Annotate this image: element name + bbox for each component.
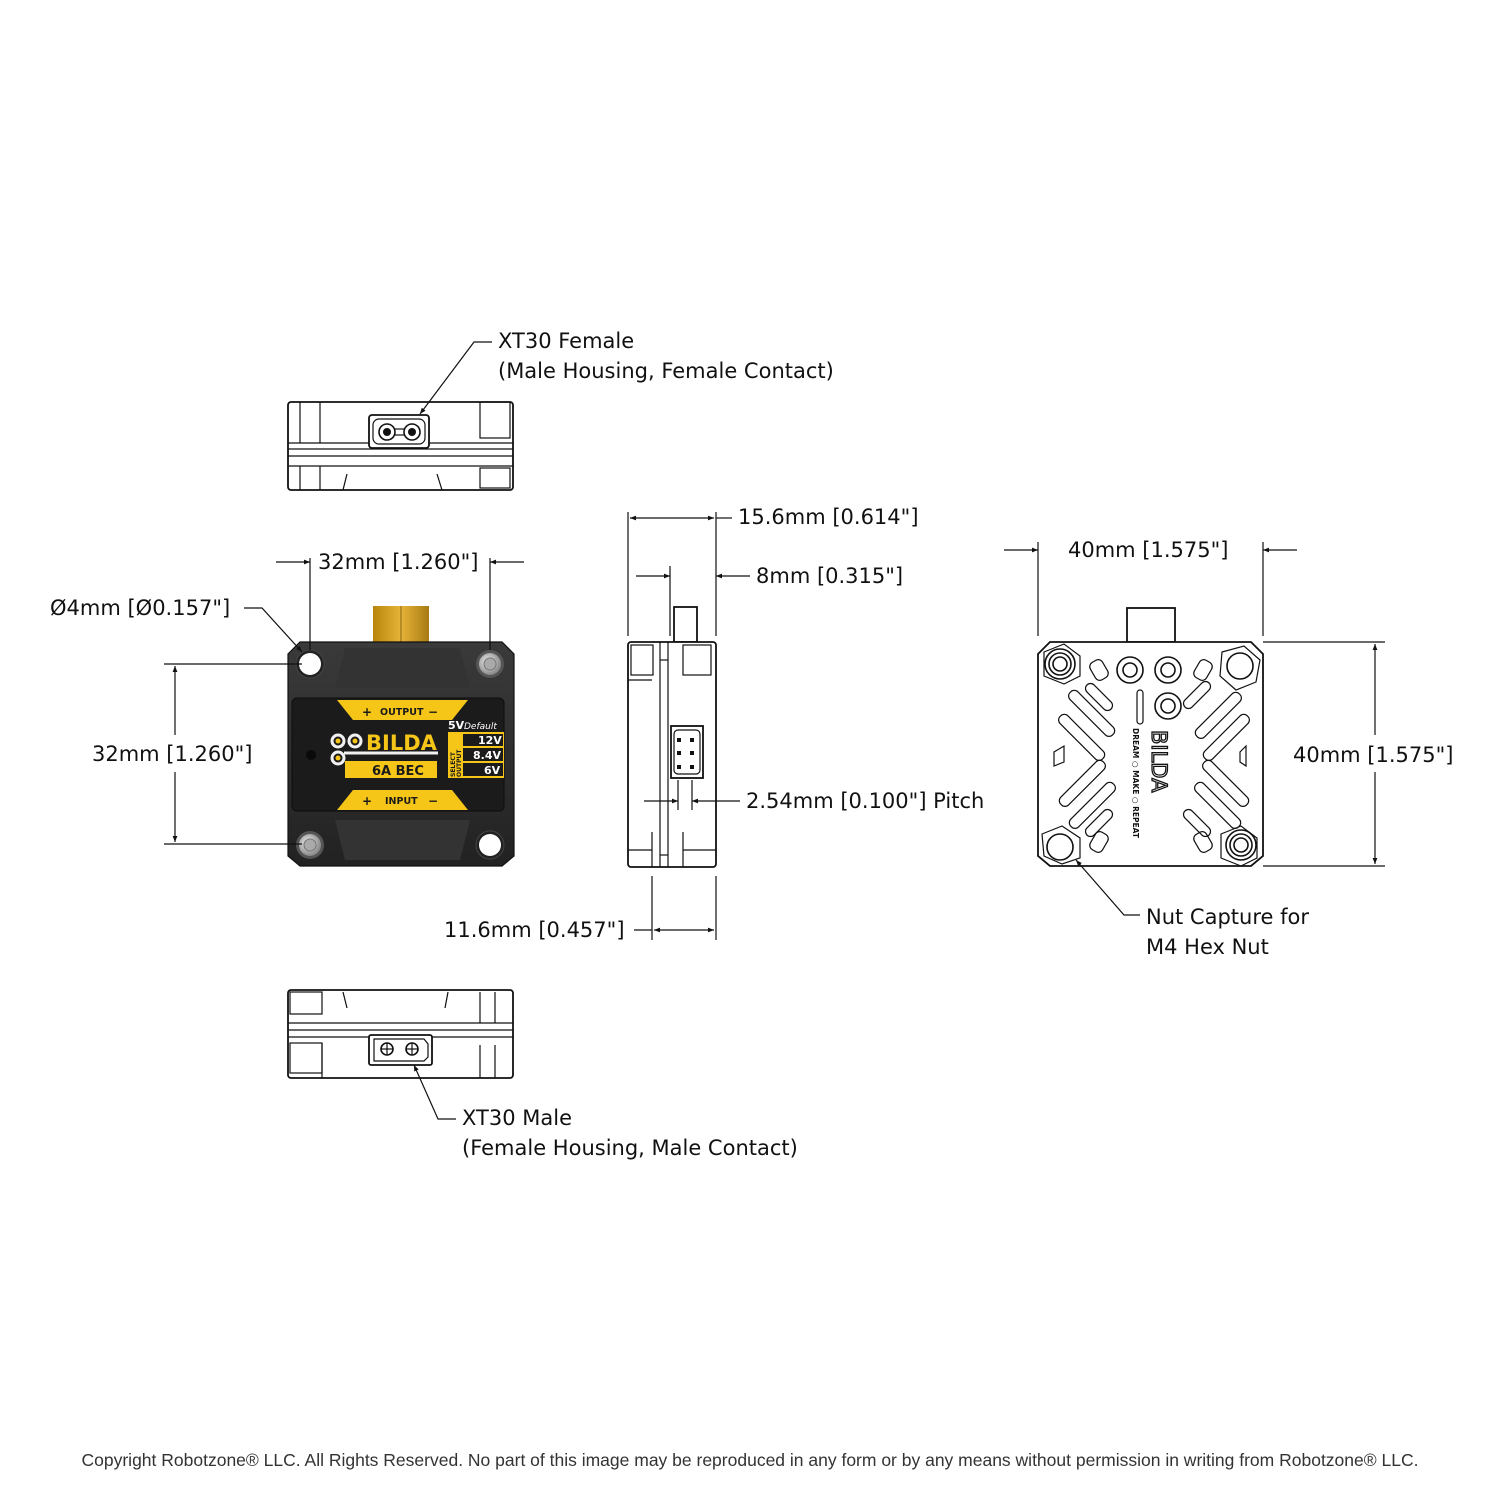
voltage-option: 8.4V (473, 749, 501, 762)
dim-side-body: 11.6mm [0.457"] (444, 918, 625, 942)
xt30-male-connector (368, 1034, 433, 1066)
model-badge (355, 761, 437, 778)
xt30-female-title: XT30 Female (498, 329, 634, 353)
nut-icon (1043, 643, 1081, 685)
voltage-option: 6V (484, 764, 501, 777)
back-plate (1037, 641, 1264, 867)
dim-back-height: 40mm [1.575"] (1293, 743, 1453, 767)
output-label: OUTPUT (380, 707, 424, 718)
dim-front-horizontal: 32mm [1.260"] (318, 550, 478, 574)
xt30-female-connector (368, 414, 430, 449)
mounting-hole (299, 653, 321, 675)
dim-back-width: 40mm [1.575"] (1068, 538, 1228, 562)
xt30-male-subtitle: (Female Housing, Male Contact) (462, 1136, 798, 1160)
xt30-female-leader (419, 341, 492, 415)
side-view: 15.6mm [0.614"] 8mm [0.315"] 2.54mm [0.1… (444, 505, 984, 942)
svg-text:OUTPUT: OUTPUT (456, 749, 463, 777)
top-view: XT30 Female (Male Housing, Female Contac… (287, 329, 834, 491)
nut-capture-title: Nut Capture for (1146, 905, 1309, 929)
dim-front-vertical: 32mm [1.260"] (92, 742, 252, 766)
bottom-view: XT30 Male (Female Housing, Male Contact) (287, 989, 798, 1160)
back-view: BILDA DREAM ○ MAKE ○ REPEAT (1004, 538, 1453, 959)
xt30-male-leader (413, 1064, 456, 1120)
svg-text:−: − (428, 705, 438, 719)
input-banner (337, 790, 468, 810)
xt30-male-title: XT30 Male (462, 1106, 572, 1130)
svg-text:−: − (428, 794, 438, 808)
nut-capture (1041, 825, 1081, 865)
copyright-notice: Copyright Robotzone® LLC. All Rights Res… (82, 1450, 1419, 1470)
brand-name: BILDA (366, 731, 438, 755)
dim-pin-pitch: 2.54mm [0.100"] Pitch (746, 789, 984, 813)
nut-icon (1220, 825, 1258, 867)
back-brand: BILDA (1147, 730, 1171, 793)
voltage-option: 12V (478, 734, 502, 747)
pin-header (670, 725, 704, 779)
svg-text:+: + (362, 794, 372, 808)
mounting-hole (479, 834, 501, 856)
output-banner (337, 700, 468, 720)
back-tagline: DREAM ○ MAKE ○ REPEAT (1131, 728, 1140, 839)
front-view: + OUTPUT − + INPUT − BILDA 6A BEC 5V Def… (50, 550, 524, 867)
hole-diameter-callout: Ø4mm [Ø0.157"] (50, 596, 230, 620)
input-label: INPUT (385, 796, 418, 807)
xt30-female-subtitle: (Male Housing, Female Contact) (498, 359, 834, 383)
gobilda-logo: BILDA (330, 731, 438, 766)
svg-text:SELECT: SELECT (450, 751, 457, 777)
dim-side-connector: 8mm [0.315"] (756, 564, 903, 588)
nut-capture (1219, 645, 1261, 691)
nut-capture-subtitle: M4 Hex Nut (1146, 935, 1269, 959)
default-word: Default (464, 722, 497, 732)
dim-side-total: 15.6mm [0.614"] (738, 505, 919, 529)
model-name: 6A BEC (372, 764, 424, 779)
default-voltage: 5V (448, 719, 465, 732)
svg-text:+: + (362, 705, 372, 719)
